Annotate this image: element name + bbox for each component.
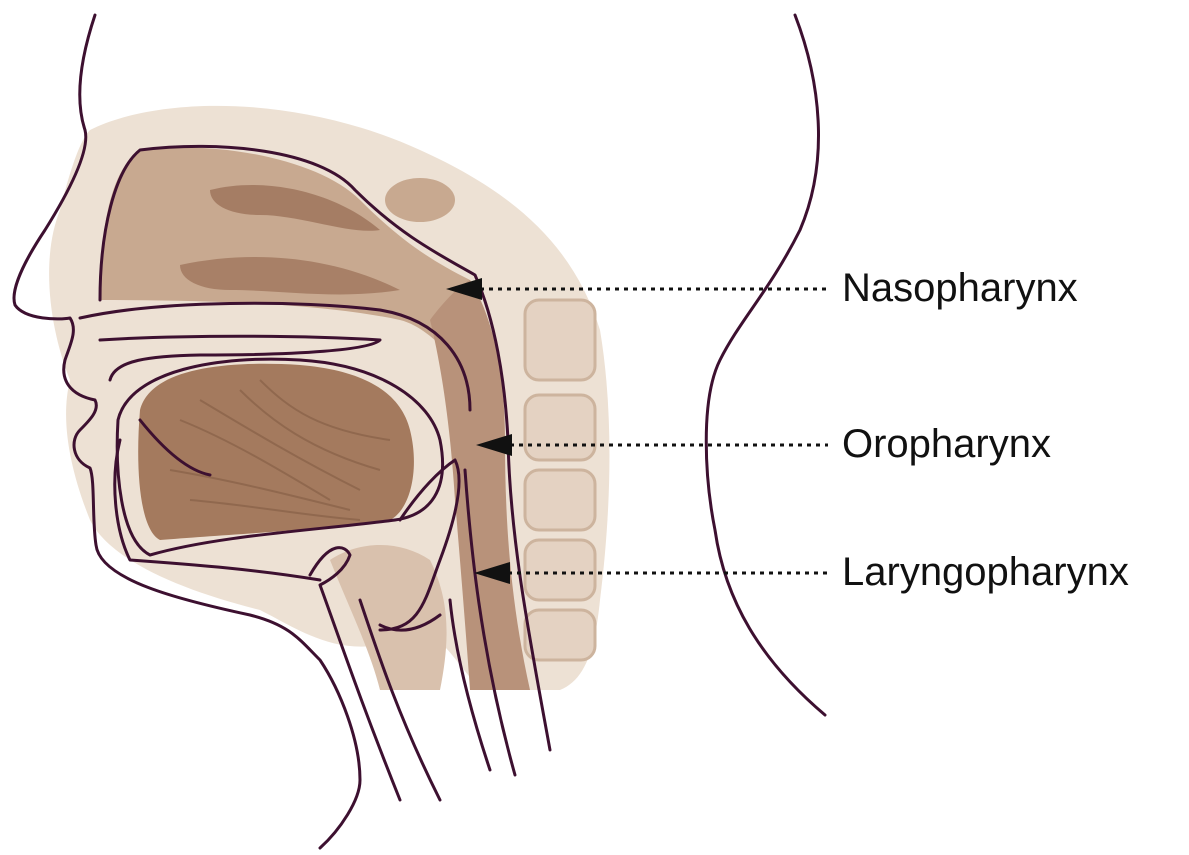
- nasopharynx-label: Nasopharynx: [842, 268, 1078, 308]
- oropharynx-label: Oropharynx: [842, 424, 1051, 464]
- neck-back-outline: [706, 15, 825, 715]
- laryngopharynx-label: Laryngopharynx: [842, 552, 1129, 592]
- tongue: [138, 364, 414, 540]
- sphenoid-sinus: [385, 178, 455, 222]
